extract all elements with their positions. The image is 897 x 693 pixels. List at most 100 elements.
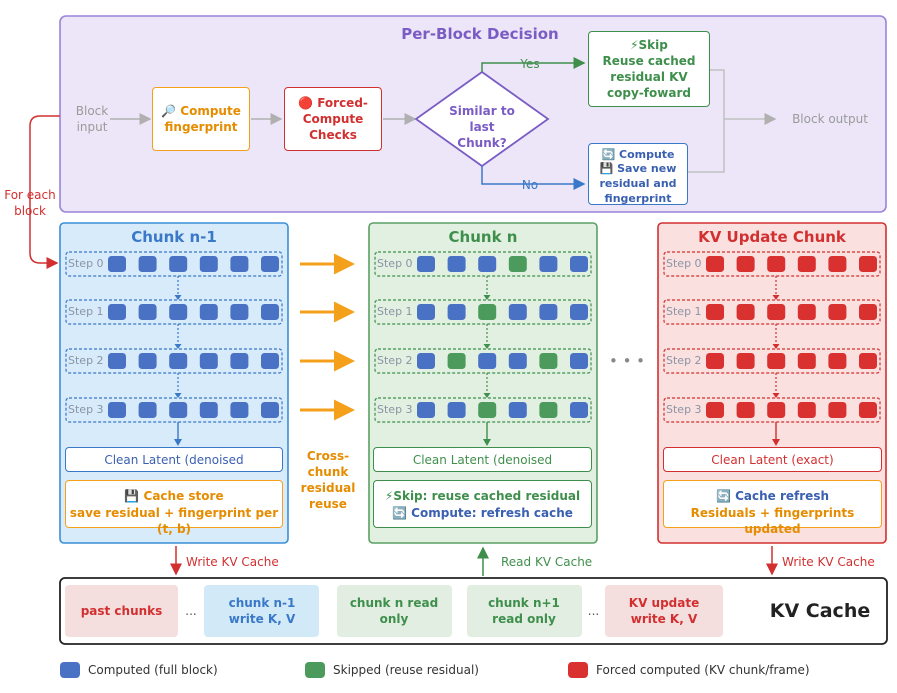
step-row-n-minus-1-3: [65, 397, 283, 423]
cell-n-1-2: [478, 304, 497, 320]
yes-label: Yes: [520, 57, 540, 71]
chunk-title-kv-update: KV Update Chunk: [698, 228, 846, 246]
legend-label-forced: Forced computed (KV chunk/frame): [596, 663, 810, 677]
kv-item-n-plus-1-label: chunk n+1 read only: [488, 596, 560, 626]
cell-n-minus-1-3-1: [138, 402, 157, 418]
chunk-title-n: Chunk n: [448, 228, 518, 246]
note-text-n: 🔄 Compute: refresh cache: [392, 506, 573, 520]
ellipsis: • • •: [608, 352, 646, 370]
skip-text: Reuse cached residual KV copy-foward: [602, 54, 696, 100]
step-label: Step 1: [377, 305, 413, 318]
cell-n-2-4: [539, 353, 558, 369]
step-arrowhead-n-2: [483, 393, 491, 398]
step-row-n-1: [374, 299, 592, 325]
cell-n-minus-1-0-2: [169, 256, 188, 272]
kv-item-n: [337, 585, 452, 637]
step-arrowhead-n-minus-1-1: [174, 344, 182, 349]
cell-kv-update-3-3: [797, 402, 816, 418]
cell-n-3-1: [447, 402, 466, 418]
kv-item-n-minus-1-label: chunk n-1 write K, V: [228, 596, 296, 626]
arrow-yes: [481, 57, 586, 72]
kv-item-kv-update: [605, 585, 723, 637]
cell-n-minus-1-1-3: [199, 304, 218, 320]
cell-n-minus-1-0-1: [138, 256, 157, 272]
cell-n-2-0: [417, 353, 435, 369]
chunk-title-n-minus-1: Chunk n-1: [131, 228, 217, 246]
cross-chunk-label: Cross-chunk residual reuse: [300, 449, 356, 511]
cell-n-minus-1-3-5: [261, 402, 279, 418]
cell-kv-update-3-5: [859, 402, 877, 418]
step-arrowhead-kv-update-0: [772, 295, 780, 300]
note-title-n: ⚡Skip: reuse cached residual: [384, 489, 581, 503]
cell-n-1-3: [508, 304, 527, 320]
cell-kv-update-0-2: [767, 256, 786, 272]
kv-ellipsis-2: ...: [587, 604, 600, 618]
arrow-skip-output: [710, 69, 777, 125]
cell-n-1-5: [570, 304, 588, 320]
cell-kv-update-1-5: [859, 304, 877, 320]
cell-n-1-0: [417, 304, 435, 320]
latent-arrowhead-n-minus-1: [174, 439, 182, 446]
legend-label-skipped: Skipped (reuse residual): [333, 663, 479, 677]
latent-label-n: Clean Latent (denoised: [412, 453, 553, 467]
cell-n-minus-1-0-3: [199, 256, 218, 272]
cell-n-1-1: [447, 304, 466, 320]
arrow-compute-output: [688, 119, 725, 173]
cell-n-2-3: [508, 353, 527, 369]
kv-item-past-label: past chunks: [80, 604, 163, 618]
skip-box: [588, 31, 710, 107]
cell-n-minus-1-0-0: [108, 256, 126, 272]
step-label: Step 3: [68, 403, 104, 416]
step-row-n-minus-1-1: [65, 299, 283, 325]
cell-n-2-1: [447, 353, 466, 369]
cell-n-minus-1-2-5: [261, 353, 279, 369]
cell-kv-update-1-3: [797, 304, 816, 320]
arrow-no: [481, 166, 586, 190]
cell-kv-update-1-0: [706, 304, 724, 320]
cell-kv-update-0-3: [797, 256, 816, 272]
cell-n-0-3: [508, 256, 527, 272]
step-label: Step 2: [68, 354, 104, 367]
cell-n-2-5: [570, 353, 588, 369]
compute-box: [588, 143, 688, 205]
latent-label-n-minus-1: Clean Latent (denoised: [104, 453, 244, 467]
cell-n-0-1: [447, 256, 466, 272]
cell-n-0-5: [570, 256, 588, 272]
write-kv-label-2: Write KV Cache: [782, 555, 875, 569]
cell-n-0-2: [478, 256, 497, 272]
step-row-n-2: [374, 348, 592, 374]
cell-kv-update-2-0: [706, 353, 724, 369]
compute-fingerprint-label: 🔎 Compute fingerprint: [161, 104, 241, 134]
kv-cache-title: KV Cache: [769, 600, 871, 622]
step-row-n-minus-1-0: [65, 251, 283, 277]
cell-n-minus-1-1-4: [230, 304, 249, 320]
note-title-n-minus-1: 💾 Cache store: [124, 489, 224, 503]
cell-n-minus-1-3-2: [169, 402, 188, 418]
compute-title: 🔄 Compute: [601, 148, 675, 161]
kv-item-n-label: chunk n read only: [349, 596, 439, 626]
decision-title: Per-Block Decision: [401, 25, 559, 43]
step-row-n-minus-1-2: [65, 348, 283, 374]
cell-n-minus-1-1-2: [169, 304, 188, 320]
cell-kv-update-1-4: [828, 304, 847, 320]
step-row-kv-update-0: [663, 251, 881, 277]
cell-kv-update-2-4: [828, 353, 847, 369]
cell-kv-update-3-2: [767, 402, 786, 418]
kv-item-past: [65, 585, 178, 637]
step-row-n-3: [374, 397, 592, 423]
step-label: Step 0: [68, 257, 104, 270]
cell-kv-update-3-0: [706, 402, 724, 418]
cell-n-minus-1-0-4: [230, 256, 249, 272]
step-label: Step 2: [377, 354, 413, 367]
latent-label-kv-update: Clean Latent (exact): [711, 453, 834, 467]
step-arrowhead-n-minus-1-2: [174, 393, 182, 398]
cell-n-minus-1-3-3: [199, 402, 218, 418]
kv-item-kv-update-label: KV update write K, V: [628, 596, 700, 626]
cell-kv-update-1-1: [736, 304, 755, 320]
legend-label-computed: Computed (full block): [88, 663, 218, 677]
cell-n-3-2: [478, 402, 497, 418]
cell-kv-update-3-1: [736, 402, 755, 418]
step-label: Step 0: [666, 257, 702, 270]
cell-n-0-4: [539, 256, 558, 272]
step-label: Step 1: [666, 305, 702, 318]
